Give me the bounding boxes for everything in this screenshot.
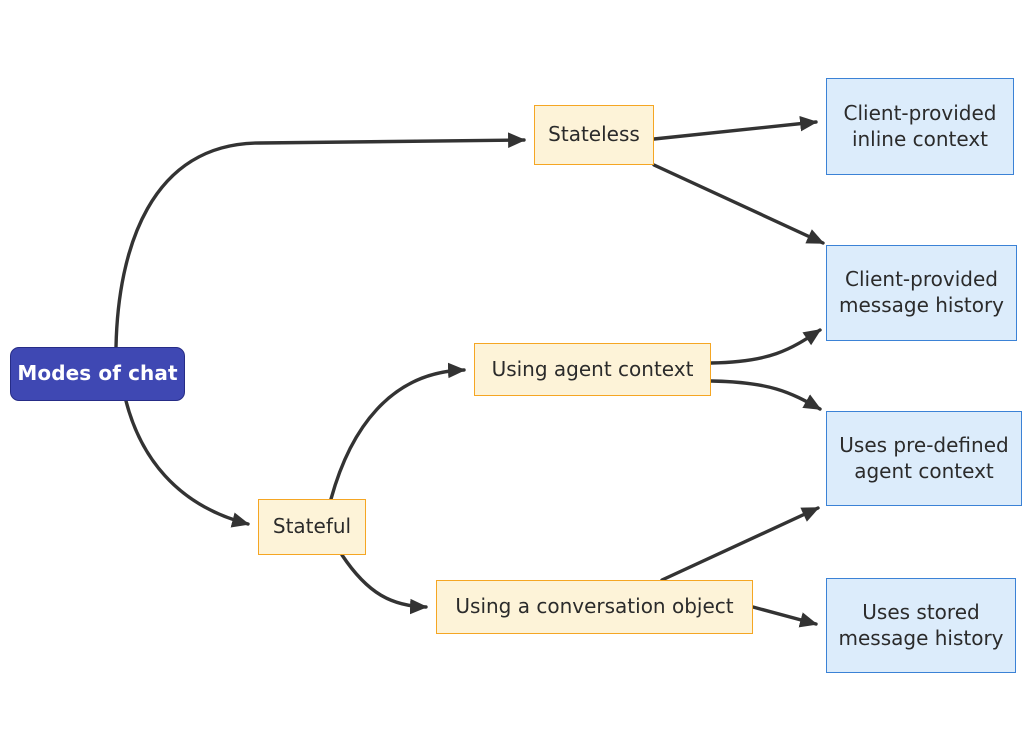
- flowchart-edge: [709, 328, 822, 365]
- flowchart-node-stateless[interactable]: Stateless: [534, 105, 654, 165]
- flowchart-node-label: Uses pre-defined agent context: [839, 432, 1009, 483]
- flowchart-edge: [660, 506, 820, 582]
- flowchart-node-label: Modes of chat: [17, 361, 178, 386]
- flowchart-edge: [124, 399, 250, 528]
- flowchart-node-label: Stateless: [548, 122, 640, 147]
- flowchart-edge: [114, 132, 526, 349]
- flowchart-edge: [751, 605, 818, 628]
- flowchart-edge: [652, 115, 818, 141]
- flowchart-node-label: Uses stored message history: [838, 599, 1004, 650]
- flowchart-node-using-a-conversation-object[interactable]: Using a conversation object: [436, 580, 753, 634]
- flowchart-edge: [329, 362, 466, 501]
- flowchart-node-label: Client-provided message history: [838, 267, 1005, 317]
- flowchart-node-label: Client-provided inline context: [843, 100, 997, 151]
- flowchart-node-using-agent-context[interactable]: Using agent context: [474, 343, 711, 396]
- edge-paths: [114, 115, 825, 628]
- flowchart-edge: [709, 379, 822, 411]
- flowchart-node-stateful[interactable]: Stateful: [258, 499, 366, 555]
- flowchart-node-uses-pre-defined-agent-context[interactable]: Uses pre-defined agent context: [826, 411, 1022, 506]
- flowchart-node-label: Using agent context: [491, 356, 694, 381]
- flowchart-edge: [652, 163, 825, 245]
- flowchart-node-client-provided-message-history[interactable]: Client-provided message history: [826, 245, 1017, 341]
- flowchart-node-label: Using a conversation object: [455, 594, 734, 619]
- flowchart-node-client-provided-inline-context[interactable]: Client-provided inline context: [826, 78, 1014, 175]
- flowchart-node-label: Stateful: [272, 514, 352, 539]
- flowchart-node-modes-of-chat[interactable]: Modes of chat: [10, 347, 185, 401]
- flowchart-node-uses-stored-message-history[interactable]: Uses stored message history: [826, 578, 1016, 673]
- flowchart-edge: [340, 553, 428, 615]
